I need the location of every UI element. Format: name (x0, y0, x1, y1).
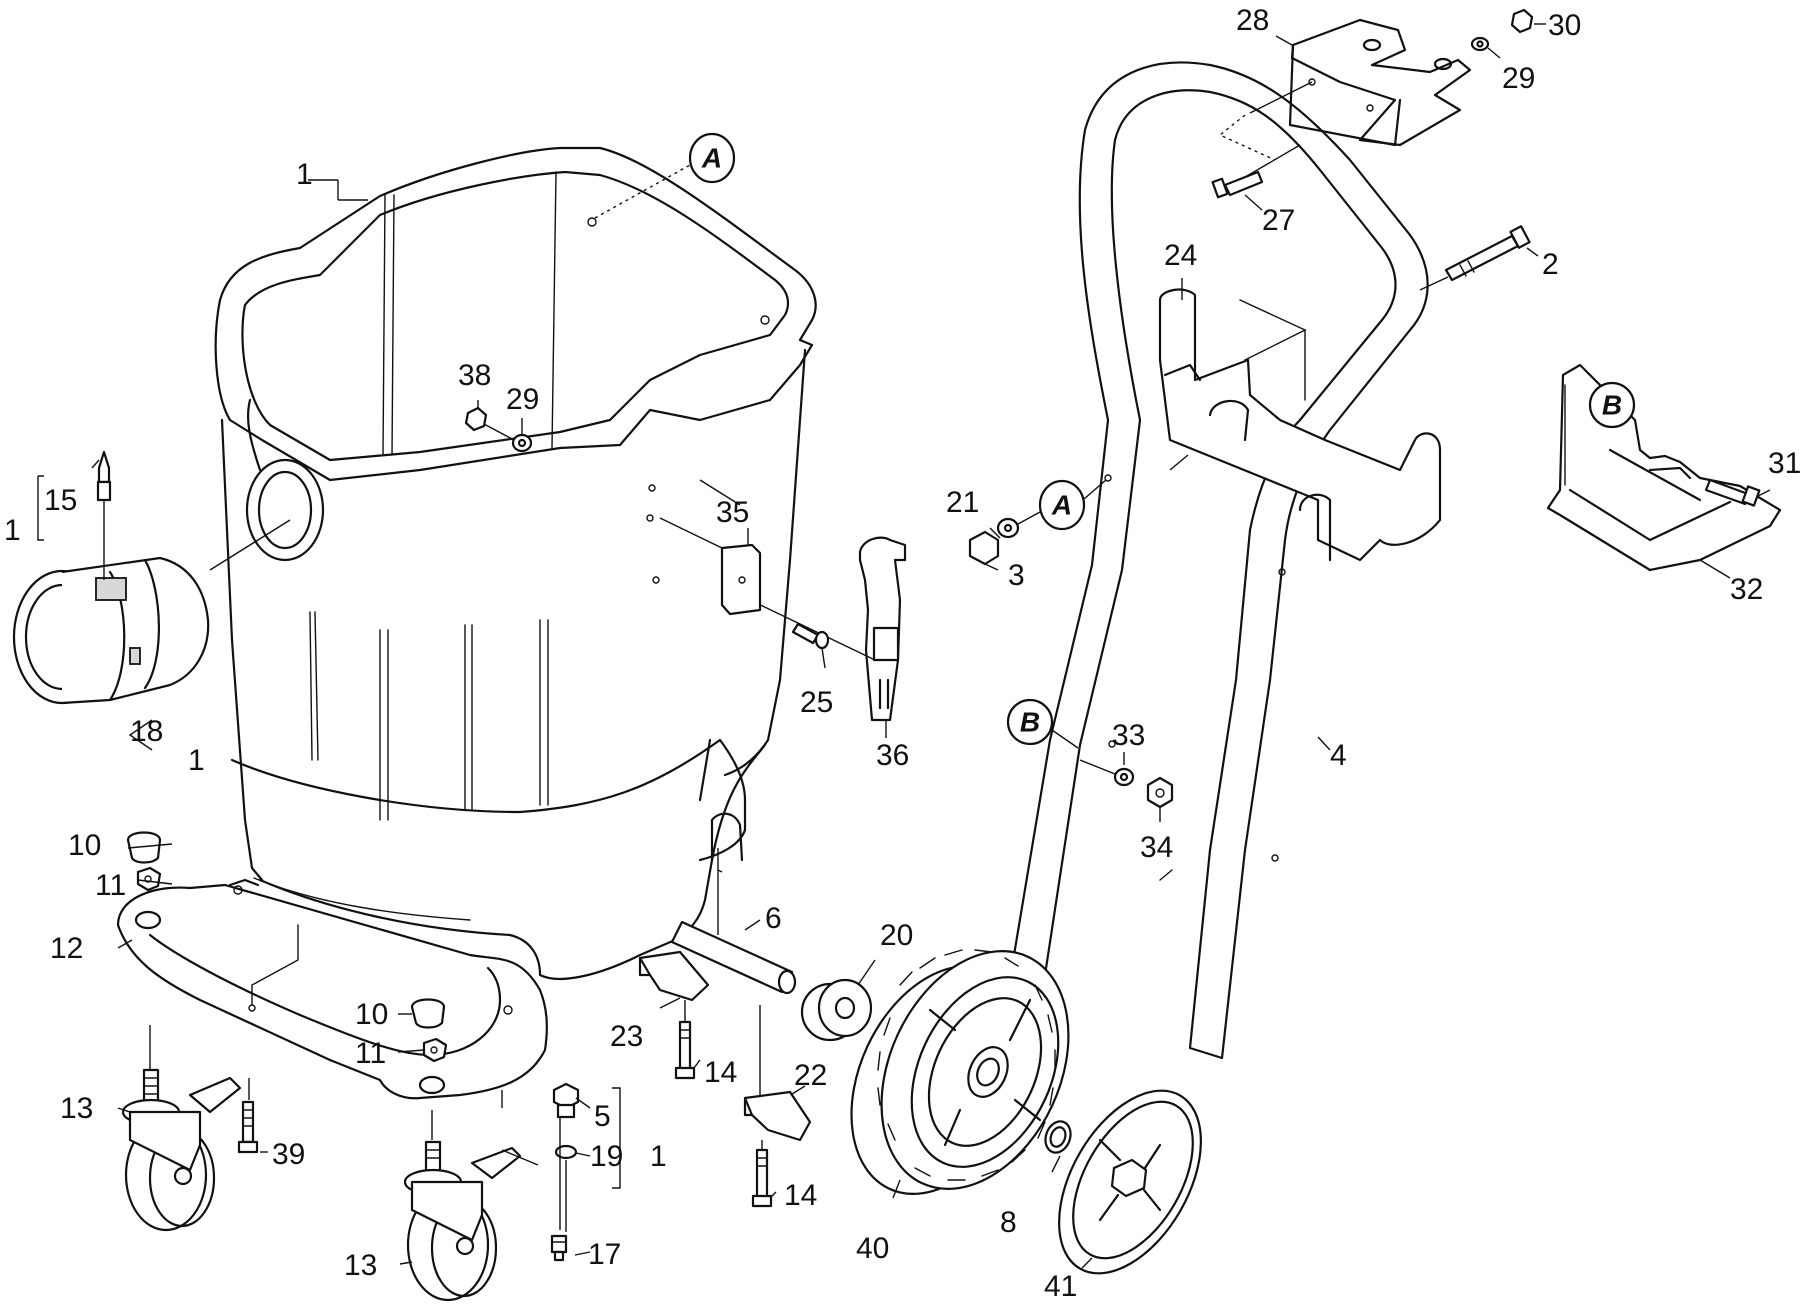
reference-labels: A A B B (701, 143, 1622, 738)
callout-22: 22 (794, 1059, 827, 1092)
ref-b-handle-label: B (1020, 707, 1040, 738)
callout-14-lower: 14 (784, 1179, 817, 1212)
callout-19: 19 (590, 1140, 623, 1173)
ref-mark-a-tank (688, 132, 736, 184)
callout-1-top: 1 (296, 158, 313, 191)
callout-2: 2 (1542, 248, 1559, 281)
callout-4: 4 (1330, 739, 1347, 772)
callout-34: 34 (1140, 831, 1173, 864)
parts-10-11-plugs-nuts (126, 831, 448, 1063)
callout-40: 40 (856, 1232, 889, 1265)
hose-inlet-assembly (12, 519, 291, 705)
callout-11-right: 11 (355, 1037, 386, 1070)
callout-8: 8 (1000, 1206, 1017, 1239)
callout-38: 38 (458, 359, 491, 392)
parts-5-19-hardware (552, 1082, 580, 1232)
callout-leaders (91, 23, 1771, 1269)
callout-32: 32 (1730, 573, 1763, 606)
ref-mark-a-handle (1038, 479, 1086, 531)
callout-1-inlet: 1 (188, 744, 205, 777)
callout-20: 20 (880, 919, 913, 952)
callout-29-tank: 29 (506, 383, 539, 416)
callout-18: 18 (130, 715, 163, 748)
callout-5: 5 (594, 1100, 611, 1133)
reference-marks (688, 132, 1636, 749)
part-35-pad (659, 479, 762, 616)
ref-a-handle-label: A (1051, 490, 1072, 521)
ref-mark-b-handle (1006, 698, 1054, 746)
part-6-axle (670, 848, 797, 995)
callout-1-left: 1 (4, 514, 21, 547)
callout-15: 15 (44, 484, 77, 517)
callout-39: 39 (272, 1138, 305, 1171)
callout-27: 27 (1262, 204, 1295, 237)
part-32-bracket (1546, 363, 1782, 572)
ref-mark-b-bracket (1588, 381, 1636, 429)
group-brackets (37, 179, 621, 1189)
part-17-screw (501, 1090, 568, 1262)
parts-29-30-hardware (1470, 8, 1534, 52)
callout-12: 12 (50, 932, 83, 965)
callout-31: 31 (1768, 447, 1801, 480)
callout-30: 30 (1548, 9, 1581, 42)
part-41-hub-cap (1058, 1089, 1202, 1275)
part-13-caster-right (403, 1110, 522, 1302)
callout-23: 23 (610, 1020, 643, 1053)
part-36-latch (749, 536, 907, 722)
push-handle-frame (1010, 61, 1429, 1060)
callout-35: 35 (716, 496, 749, 529)
part-27-bolt (1211, 170, 1264, 199)
parts-33-34-hardware (1079, 759, 1174, 809)
ref-a-tank-label: A (701, 143, 722, 174)
part-14-screw-b (751, 1148, 773, 1208)
callout-25: 25 (800, 686, 833, 719)
parts-21-3-hardware (968, 511, 1041, 566)
callout-33: 33 (1112, 719, 1145, 752)
part-14-screw-a (674, 1020, 696, 1080)
part-25-screw (791, 622, 830, 650)
part-40-wheel (850, 949, 1070, 1195)
callout-11-left: 11 (95, 869, 126, 902)
callout-41: 41 (1044, 1270, 1077, 1303)
part-13-caster-left (121, 1025, 242, 1232)
callout-21: 21 (946, 486, 979, 519)
parts-38-29-hardware (464, 406, 533, 453)
part-20-spacer (800, 978, 873, 1042)
callout-10-right: 10 (355, 998, 388, 1031)
callout-10-left: 10 (68, 829, 101, 862)
part-2-bolt (1419, 225, 1531, 291)
callout-13-left: 13 (60, 1092, 93, 1125)
callout-28: 28 (1236, 4, 1269, 37)
callout-14-upper: 14 (704, 1056, 737, 1089)
part-39-bolt (237, 1078, 259, 1154)
callout-1-bottom: 1 (650, 1140, 667, 1173)
ref-b-bracket-label: B (1602, 390, 1622, 421)
callout-labels: 28 30 29 27 2 24 1 38 29 15 1 35 21 3 31… (4, 4, 1801, 1303)
callout-29-top: 29 (1502, 62, 1535, 95)
part-12-base-frame (116, 878, 548, 1100)
callout-36: 36 (876, 739, 909, 772)
callout-24: 24 (1164, 239, 1197, 272)
callout-17: 17 (588, 1238, 621, 1271)
part-28-mounting-plate (1218, 18, 1472, 181)
part-8-retaining-ring (1044, 1120, 1072, 1154)
part-23-clip (638, 950, 710, 1022)
part-15-connector (96, 450, 112, 580)
callout-6: 6 (765, 902, 782, 935)
part-22-clip (743, 1005, 812, 1150)
callout-3: 3 (1008, 559, 1025, 592)
callout-13-right: 13 (344, 1249, 377, 1282)
part-24-bracket (1158, 288, 1442, 562)
